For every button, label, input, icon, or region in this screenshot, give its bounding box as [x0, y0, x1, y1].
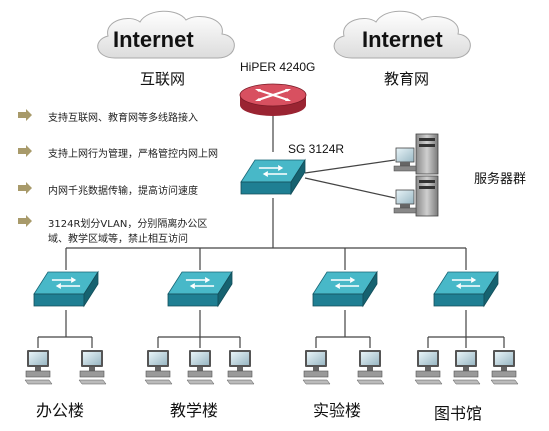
core-switch-model-label: SG 3124R — [288, 142, 345, 156]
pc-icon-office-1 — [24, 350, 53, 385]
dept-label-lab: 实验楼 — [313, 401, 362, 420]
switch-icon-lab — [312, 270, 378, 308]
internet-label-left: Internet — [113, 27, 194, 52]
switches — [33, 158, 499, 308]
pc-icon-lab-1 — [302, 350, 331, 385]
pc-icon-teaching-2 — [186, 350, 215, 385]
note-4-line-1: 3124R划分VLAN，分别隔离办公区 — [48, 219, 208, 230]
router-icon — [239, 83, 307, 116]
server-link-bottom — [304, 177, 396, 199]
arrow-right-icon — [18, 182, 32, 194]
pc-icon-library-2 — [452, 350, 481, 385]
arrow-right-icon — [18, 109, 32, 121]
note-4-line-2: 域、教学区域等，禁止相互访问 — [48, 234, 188, 245]
arrow-right-icon — [18, 215, 32, 227]
connection-lines — [37, 112, 505, 348]
pc-icon-library-1 — [414, 350, 443, 385]
server-icon-bottom — [393, 175, 439, 217]
dept-label-teaching: 教学楼 — [170, 401, 219, 420]
pcs — [24, 350, 519, 385]
internet-label-right: Internet — [362, 27, 443, 52]
pc-icon-teaching-1 — [144, 350, 173, 385]
pc-icon-lab-2 — [356, 350, 385, 385]
dept-label-office: 办公楼 — [36, 401, 85, 420]
pc-icon-office-2 — [78, 350, 107, 385]
dept-label-library: 图书馆 — [434, 404, 483, 423]
internet-cloud-right — [333, 10, 471, 59]
note-1: 支持互联网、教育网等多线路接入 — [48, 113, 198, 124]
internet-cloud-left — [97, 10, 235, 59]
switch-icon-teaching — [167, 270, 233, 308]
note-2: 支持上网行为管理，严格管控内网上网 — [48, 149, 218, 160]
router-model-label: HiPER 4240G — [240, 60, 316, 74]
switch-icon-library — [433, 270, 499, 308]
pc-icon-library-3 — [490, 350, 519, 385]
education-network-label: 教育网 — [384, 70, 430, 88]
server-group-label: 服务器群 — [474, 172, 527, 187]
switch-icon-office — [33, 270, 99, 308]
arrow-right-icon — [18, 145, 32, 157]
note-3: 内网千兆数据传输，提高访问速度 — [48, 186, 198, 197]
server-icon-top — [393, 133, 439, 175]
internet-network-label: 互联网 — [140, 70, 186, 88]
pc-icon-teaching-3 — [226, 350, 255, 385]
note-arrows — [18, 109, 32, 227]
server-link-top — [304, 159, 396, 174]
core-switch-icon — [240, 158, 306, 196]
